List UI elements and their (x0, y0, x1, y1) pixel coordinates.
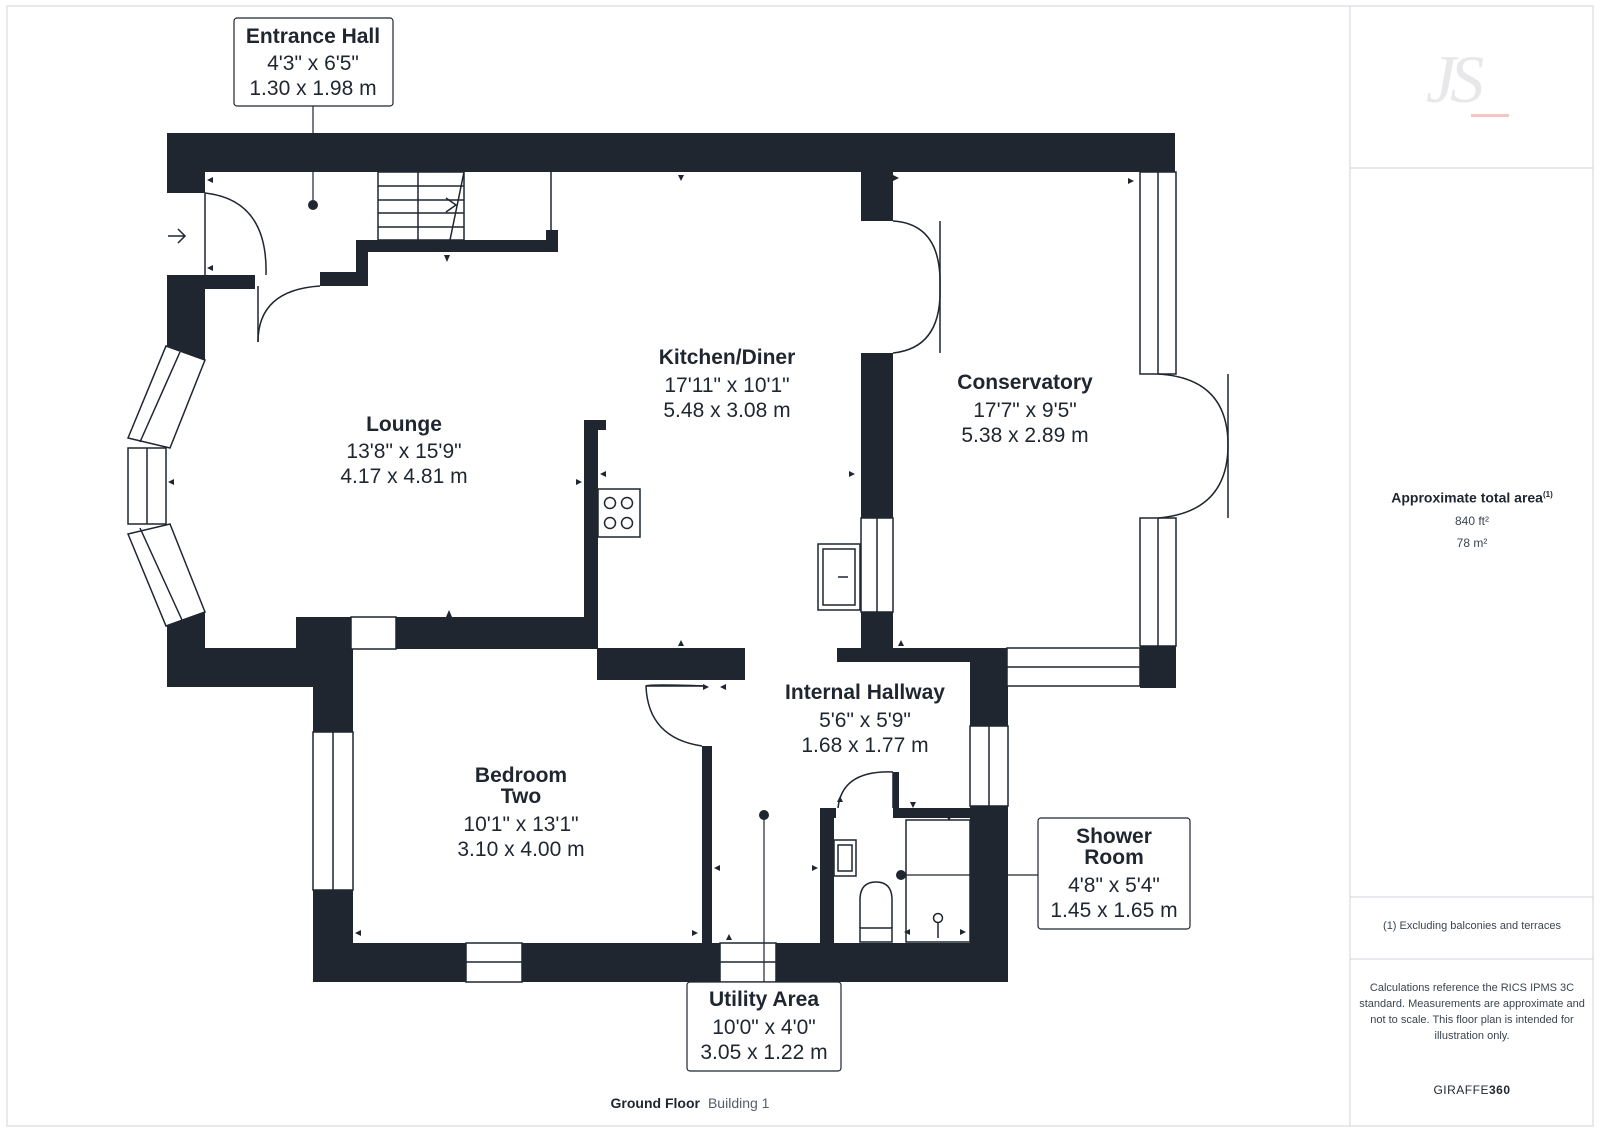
bedroom-two-name-line2: Two (501, 785, 541, 808)
entrance-hall-dim-metric: 1.30 x 1.98 m (249, 77, 376, 100)
internal-hallway-dim-imperial: 5'6" x 5'9" (819, 709, 911, 732)
shower-room-name-line1: Shower (1076, 825, 1152, 848)
brand-main: GIRAFFE (1433, 1083, 1489, 1097)
calculation-note: Calculations reference the RICS IPMS 3C … (1359, 982, 1585, 1042)
kitchen-diner-dim-metric: 5.48 x 3.08 m (663, 399, 790, 422)
internal-hallway-name: Internal Hallway (785, 681, 945, 704)
brand-logo: GIRAFFE360 (1352, 1082, 1592, 1098)
kitchen-diner-dim-imperial: 17'11" x 10'1" (664, 374, 789, 397)
agency-logo: JS (1425, 41, 1484, 117)
entrance-arrow-icon (168, 228, 187, 244)
floor-level: Ground Floor (610, 1095, 700, 1111)
room-labels: Entrance Hall 4'3" x 6'5" 1.30 x 1.98 m … (246, 25, 1178, 1064)
utility-area-dim-imperial: 10'0" x 4'0" (712, 1016, 816, 1039)
entrance-hall-callout (233, 17, 394, 107)
walls (167, 133, 1176, 982)
kitchen-diner-name: Kitchen/Diner (659, 346, 796, 369)
toilet-icon (859, 881, 893, 928)
hob-icon (597, 488, 641, 538)
shower-room-dim-imperial: 4'8" x 5'4" (1068, 874, 1160, 897)
bedroom-two-dim-imperial: 10'1" x 13'1" (463, 813, 578, 836)
lounge-dim-metric: 4.17 x 4.81 m (340, 465, 467, 488)
lounge-name: Lounge (366, 413, 442, 436)
conservatory-dim-imperial: 17'7" x 9'5" (973, 399, 1077, 422)
lounge-dim-imperial: 13'8" x 15'9" (346, 440, 461, 463)
entrance-hall-dim-imperial: 4'3" x 6'5" (267, 52, 359, 75)
area-title-text: Approximate total area (1391, 489, 1543, 506)
page-frame (6, 5, 1594, 1127)
utility-area-callout (686, 981, 842, 1072)
area-metric: 78 m² (1456, 536, 1488, 550)
shower-room-dim-metric: 1.45 x 1.65 m (1050, 899, 1177, 922)
windows (126, 171, 1177, 983)
fixtures (597, 488, 971, 943)
building-name: Building 1 (707, 1095, 770, 1111)
area-title: Approximate total area(1) (1352, 487, 1592, 506)
exclusion-note: (1) Excluding balconies and terraces (1383, 920, 1561, 932)
conservatory-dim-metric: 5.38 x 2.89 m (961, 424, 1088, 447)
shower-room-callout (1037, 817, 1191, 930)
utility-area-name: Utility Area (709, 988, 819, 1011)
conservatory-name: Conservatory (957, 371, 1093, 394)
entrance-hall-name: Entrance Hall (246, 25, 380, 48)
bedroom-two-name-line1: Bedroom (475, 764, 567, 787)
brand-number: 360 (1488, 1083, 1511, 1097)
area-footnote-mark: (1) (1542, 490, 1553, 499)
stairs (377, 171, 552, 241)
sink-icon (817, 543, 861, 611)
utility-area-dim-metric: 3.05 x 1.22 m (700, 1041, 827, 1064)
floor-caption: Ground Floor Building 1 (560, 1095, 820, 1111)
area-imperial: 840 ft² (1454, 514, 1490, 528)
bedroom-two-dim-metric: 3.10 x 4.00 m (457, 838, 584, 861)
shower-room-name-line2: Room (1084, 846, 1144, 869)
logo-accent (1471, 114, 1509, 117)
shower-tray-icon (905, 819, 971, 943)
dimension-markers (168, 175, 1134, 940)
basin-icon (833, 839, 857, 877)
internal-hallway-dim-metric: 1.68 x 1.77 m (801, 734, 928, 757)
